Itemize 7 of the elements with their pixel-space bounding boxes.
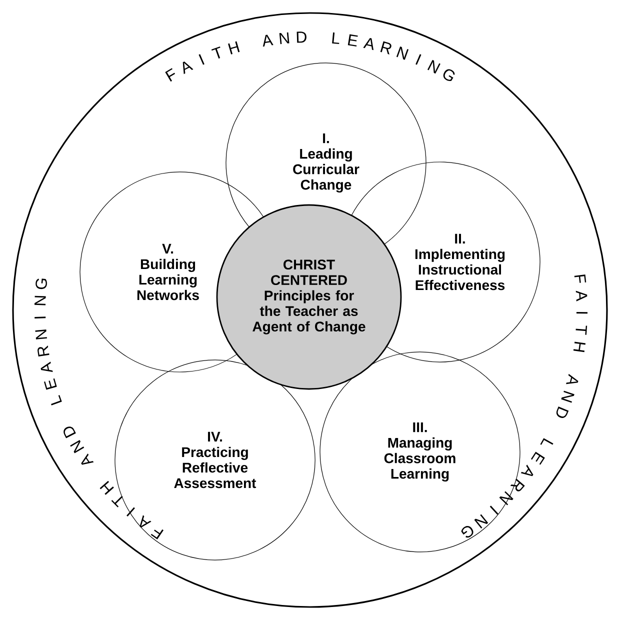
circle-label: V. Building Learning Networks [137,244,199,300]
circle-label: IV. Practicing Reflective Assessment [174,432,256,488]
circle-label: I. Leading Curricular Change [293,133,360,193]
circle [216,204,402,390]
circle-label: CHRIST CENTERED Principles for the Teacher as Agent of Change [252,260,366,334]
circle-label: II. Implementing Instructional Effectiveness [415,234,505,290]
circle-label: III. Managing Classroom Learning [384,422,456,482]
